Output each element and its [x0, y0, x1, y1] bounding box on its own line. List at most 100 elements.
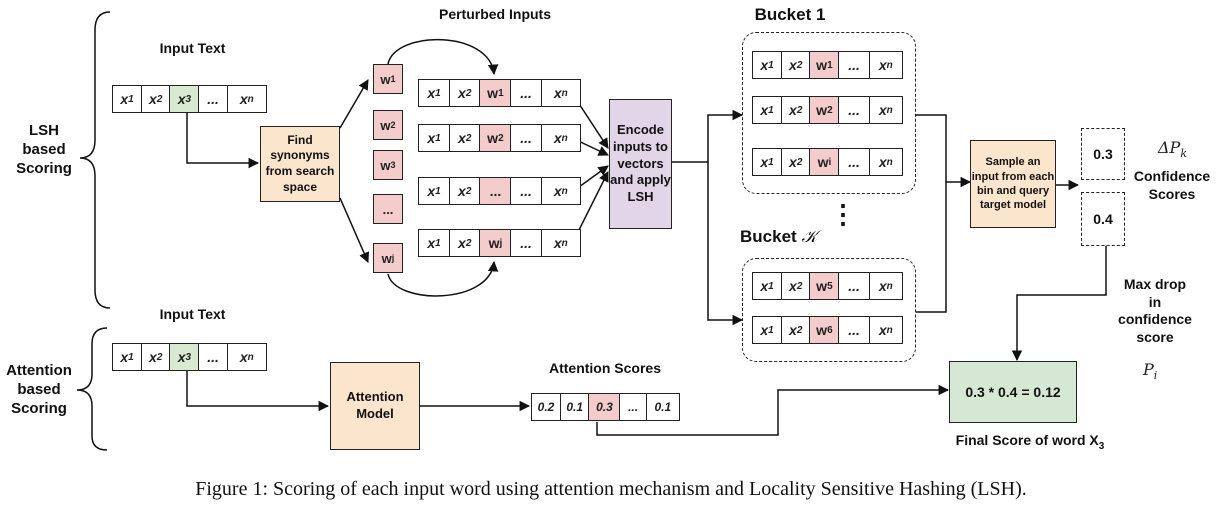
token-cell: ... [510, 124, 543, 152]
token-subscript: n [561, 87, 568, 99]
token-text: x [239, 349, 248, 365]
token-subscript: 3 [185, 93, 192, 105]
lsh-brace [79, 11, 111, 309]
token-text: 0.1 [654, 400, 672, 414]
find-synonyms-box: Find synonyms from search space [260, 126, 340, 202]
token-text: x [427, 235, 436, 251]
synonym-subscript: 2 [390, 120, 396, 130]
lsh-label-line: LSH [29, 122, 59, 139]
token-text: x [553, 130, 562, 146]
token-text: x [553, 85, 562, 101]
token-subscript: n [886, 104, 893, 116]
token-text: x [760, 57, 769, 73]
token-text: x [149, 349, 157, 365]
token-subscript: 2 [796, 324, 803, 336]
token-subscript: n [886, 156, 893, 168]
token-text: w [816, 278, 828, 294]
arrow-w1-to-row1 [387, 39, 499, 76]
delta-p-sub: k [1180, 147, 1187, 161]
p-i-sub: i [1153, 369, 1158, 383]
token-text: x [789, 278, 797, 294]
token-subscript: n [886, 324, 893, 336]
token-subscript: 2 [465, 87, 472, 99]
bucket-k-symbol: 𝒦 [801, 227, 818, 247]
token-text: ... [848, 154, 860, 170]
synonym-subscript: 3 [390, 160, 396, 170]
p-i-label: Pi [1143, 360, 1157, 382]
vertical-dots: ⋮ [830, 199, 856, 229]
token-cell: 0.1 [645, 393, 680, 421]
token-subscript: j [499, 237, 503, 249]
token-subscript: n [561, 132, 568, 144]
token-cell: ... [619, 393, 648, 421]
token-text: 0.3 [596, 400, 613, 414]
token-subscript: 1 [128, 93, 134, 105]
token-text: x [760, 154, 769, 170]
token-text: x [177, 349, 186, 365]
token-text: ... [520, 130, 532, 146]
token-cell: ... [510, 79, 543, 107]
token-subscript: 1 [435, 87, 441, 99]
delta-p-text: ΔP [1158, 138, 1181, 157]
encode-lsh-box: Encode inputs to vectors and apply LSH [609, 99, 672, 229]
token-subscript: 1 [435, 132, 441, 144]
token-cell: ... [198, 85, 229, 113]
token-cell: ... [510, 177, 543, 205]
token-subscript: n [561, 185, 568, 197]
token-text: x [789, 154, 797, 170]
synonym-text: ... [382, 201, 394, 217]
token-cell: ... [510, 229, 543, 257]
token-subscript: 1 [827, 59, 833, 71]
attention-model-box: Attention Model [330, 362, 420, 450]
token-text: x [553, 235, 562, 251]
arrow-x3-to-attention [186, 371, 330, 412]
token-text: x [458, 183, 466, 199]
token-text: w [816, 57, 828, 73]
final-score-title: Final Score of word X3 [920, 432, 1140, 453]
token-cell: 0.3 [588, 393, 621, 421]
token-text: ... [520, 235, 532, 251]
line-bucket1-to-sample [916, 114, 972, 188]
attention-section-label: Attention based Scoring [0, 362, 78, 418]
max-drop-line: score [1136, 328, 1174, 345]
token-text: ... [848, 278, 860, 294]
arrow-synonyms-to-w1 [339, 79, 369, 129]
lsh-label-line: Scoring [16, 159, 72, 177]
token-text: x [878, 154, 887, 170]
token-cell: ... [838, 316, 871, 344]
attention-scores-title: Attention Scores [548, 360, 661, 376]
token-text: x [760, 102, 769, 118]
token-text: x [149, 91, 157, 107]
token-subscript: 5 [827, 280, 833, 292]
confidence-scores-label: Confidence Scores [1124, 168, 1220, 203]
token-subscript: n [247, 351, 254, 363]
token-subscript: 2 [498, 132, 504, 144]
token-cell: ... [479, 177, 512, 205]
input-text-title-lsh: Input Text [159, 40, 226, 56]
arrow-conf-to-final [1011, 246, 1107, 362]
token-cell: ... [838, 51, 871, 79]
token-subscript: n [886, 280, 893, 292]
token-subscript: 2 [465, 237, 472, 249]
